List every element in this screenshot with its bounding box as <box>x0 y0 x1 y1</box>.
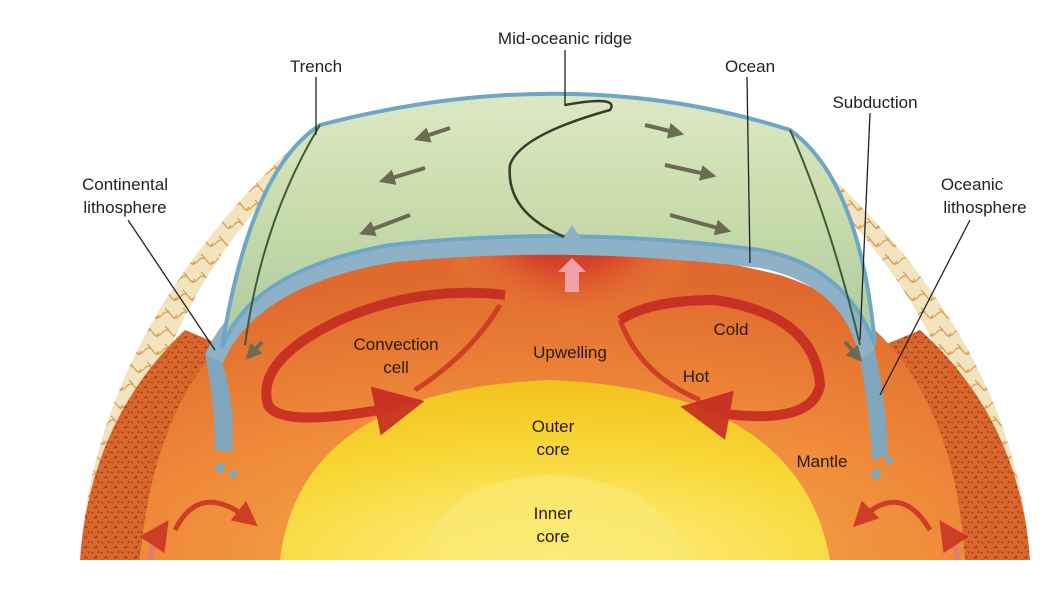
label-oceanic-lithosphere-2: lithosphere <box>943 198 1026 217</box>
label-inner-core-1: Inner <box>534 504 573 523</box>
label-cold: Cold <box>714 320 749 339</box>
label-hot: Hot <box>683 367 710 386</box>
label-oceanic-lithosphere-1: Oceanic <box>941 175 1004 194</box>
label-continental-lithosphere-1: Continental <box>82 175 168 194</box>
label-continental-lithosphere-2: lithosphere <box>83 198 166 217</box>
label-trench: Trench <box>290 57 342 76</box>
slab-blob-left-2 <box>229 470 237 478</box>
slab-blob-right-1 <box>871 469 881 479</box>
label-mantle: Mantle <box>796 452 847 471</box>
label-inner-core-2: core <box>536 527 569 546</box>
label-subduction: Subduction <box>832 93 917 112</box>
label-outer-core-2: core <box>536 440 569 459</box>
slab-blob-left-1 <box>215 463 225 473</box>
label-outer-core-1: Outer <box>532 417 575 436</box>
slab-blob-right-2 <box>885 456 893 464</box>
label-convection-cell-2: cell <box>383 358 409 377</box>
label-convection-cell-1: Convection <box>353 335 438 354</box>
label-upwelling: Upwelling <box>533 343 607 362</box>
label-mid-oceanic-ridge: Mid-oceanic ridge <box>498 29 632 48</box>
label-ocean: Ocean <box>725 57 775 76</box>
